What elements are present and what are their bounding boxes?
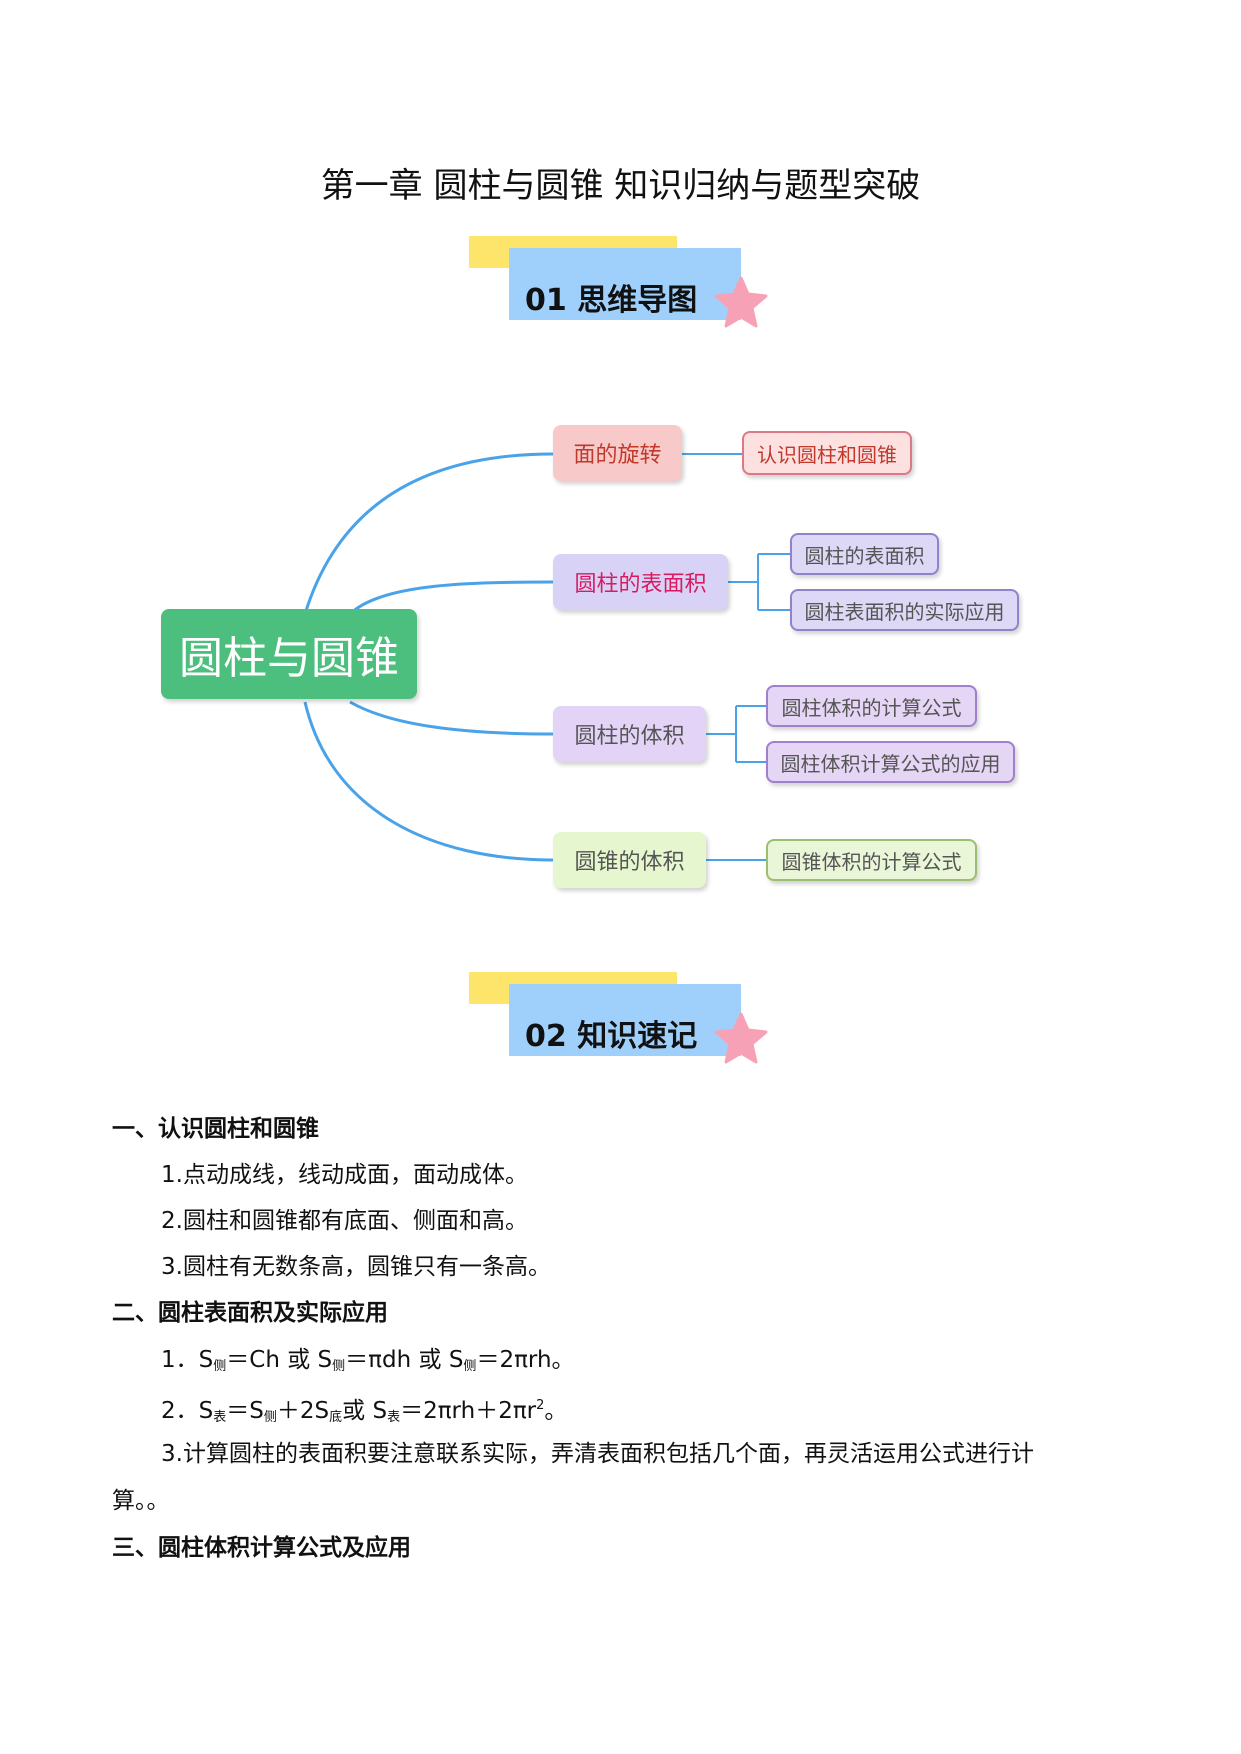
banner-label: 01 思维导图 bbox=[525, 283, 698, 318]
leaf-cone-volume-formula: 圆锥体积的计算公式 bbox=[766, 839, 977, 881]
paragraph-line: 3.计算圆柱的表面积要注意联系实际，弄清表面积包括几个面，再灵活运用公式进行计 bbox=[161, 1441, 1034, 1467]
mind-map: 圆柱与圆锥 面的旋转 认识圆柱和圆锥 圆柱的表面积 圆柱的表面积 圆柱表面积的实… bbox=[0, 380, 1241, 920]
mind-map-connectors bbox=[303, 452, 790, 862]
list-item: 1.点动成线，线动成面，面动成体。 bbox=[161, 1162, 528, 1188]
leaf-label: 圆锥体积的计算公式 bbox=[781, 849, 962, 874]
connector-root-branch2 bbox=[348, 580, 554, 616]
document-title: 第一章 圆柱与圆锥 知识归纳与题型突破 bbox=[320, 166, 921, 206]
branch-label: 圆锥的体积 bbox=[574, 850, 685, 875]
leaf-cylinder-volume-formula: 圆柱体积的计算公式 bbox=[766, 685, 977, 727]
leaf-label: 圆柱表面积的实际应用 bbox=[804, 599, 1005, 624]
root-label: 圆柱与圆锥 bbox=[179, 633, 399, 684]
connector-root-branch3 bbox=[349, 700, 554, 736]
list-item: 2.圆柱和圆锥都有底面、侧面和高。 bbox=[161, 1208, 528, 1234]
banner-blue-bar bbox=[509, 984, 741, 1056]
section-heading: 二、圆柱表面积及实际应用 bbox=[112, 1300, 388, 1326]
connector-root-branch4 bbox=[303, 701, 554, 862]
leaf-cylinder-surface-area: 圆柱的表面积 bbox=[790, 533, 939, 575]
formula-lateral-area: 1．S侧＝Ch 或 S侧＝πdh 或 S侧＝2πrh。 bbox=[161, 1347, 575, 1374]
star-icon bbox=[714, 276, 768, 328]
leaf-label: 圆柱体积的计算公式 bbox=[781, 695, 962, 720]
leaf-cylinder-surface-application: 圆柱表面积的实际应用 bbox=[790, 589, 1019, 631]
formula-surface-area: 2．S表＝S侧＋2S底或 S表＝2πrh＋2πr2。 bbox=[161, 1398, 568, 1425]
list-item: 3.圆柱有无数条高，圆锥只有一条高。 bbox=[161, 1254, 551, 1280]
banner-label: 02 知识速记 bbox=[525, 1019, 698, 1054]
section-banner-mindmap: 01 思维导图 bbox=[469, 236, 769, 332]
branch-label: 面的旋转 bbox=[573, 443, 662, 468]
branch-cylinder-surface-area: 圆柱的表面积 bbox=[553, 554, 728, 610]
banner-blue-bar bbox=[509, 248, 741, 320]
branch-label: 圆柱的表面积 bbox=[574, 572, 707, 597]
leaf-cylinder-volume-application: 圆柱体积计算公式的应用 bbox=[766, 741, 1015, 783]
branch-face-rotation: 面的旋转 bbox=[553, 425, 682, 481]
branch-cone-volume: 圆锥的体积 bbox=[553, 832, 706, 888]
leaf-label: 圆柱体积计算公式的应用 bbox=[780, 751, 1001, 776]
section-heading: 一、认识圆柱和圆锥 bbox=[112, 1116, 319, 1142]
leaf-label: 认识圆柱和圆锥 bbox=[757, 442, 897, 467]
star-icon bbox=[714, 1012, 768, 1064]
paragraph-line: 算。。 bbox=[112, 1488, 170, 1514]
connector-root-branch1 bbox=[303, 452, 554, 615]
mind-map-root: 圆柱与圆锥 bbox=[161, 609, 417, 699]
section-banner-knowledge: 02 知识速记 bbox=[469, 972, 769, 1068]
leaf-recognize-cylinder-cone: 认识圆柱和圆锥 bbox=[742, 431, 912, 475]
connector-branch2-leaves bbox=[728, 553, 790, 611]
leaf-label: 圆柱的表面积 bbox=[804, 543, 925, 568]
section-heading: 三、圆柱体积计算公式及应用 bbox=[112, 1535, 411, 1561]
branch-cylinder-volume: 圆柱的体积 bbox=[553, 706, 706, 762]
connector-branch3-leaves bbox=[706, 705, 766, 763]
branch-label: 圆柱的体积 bbox=[574, 724, 685, 749]
